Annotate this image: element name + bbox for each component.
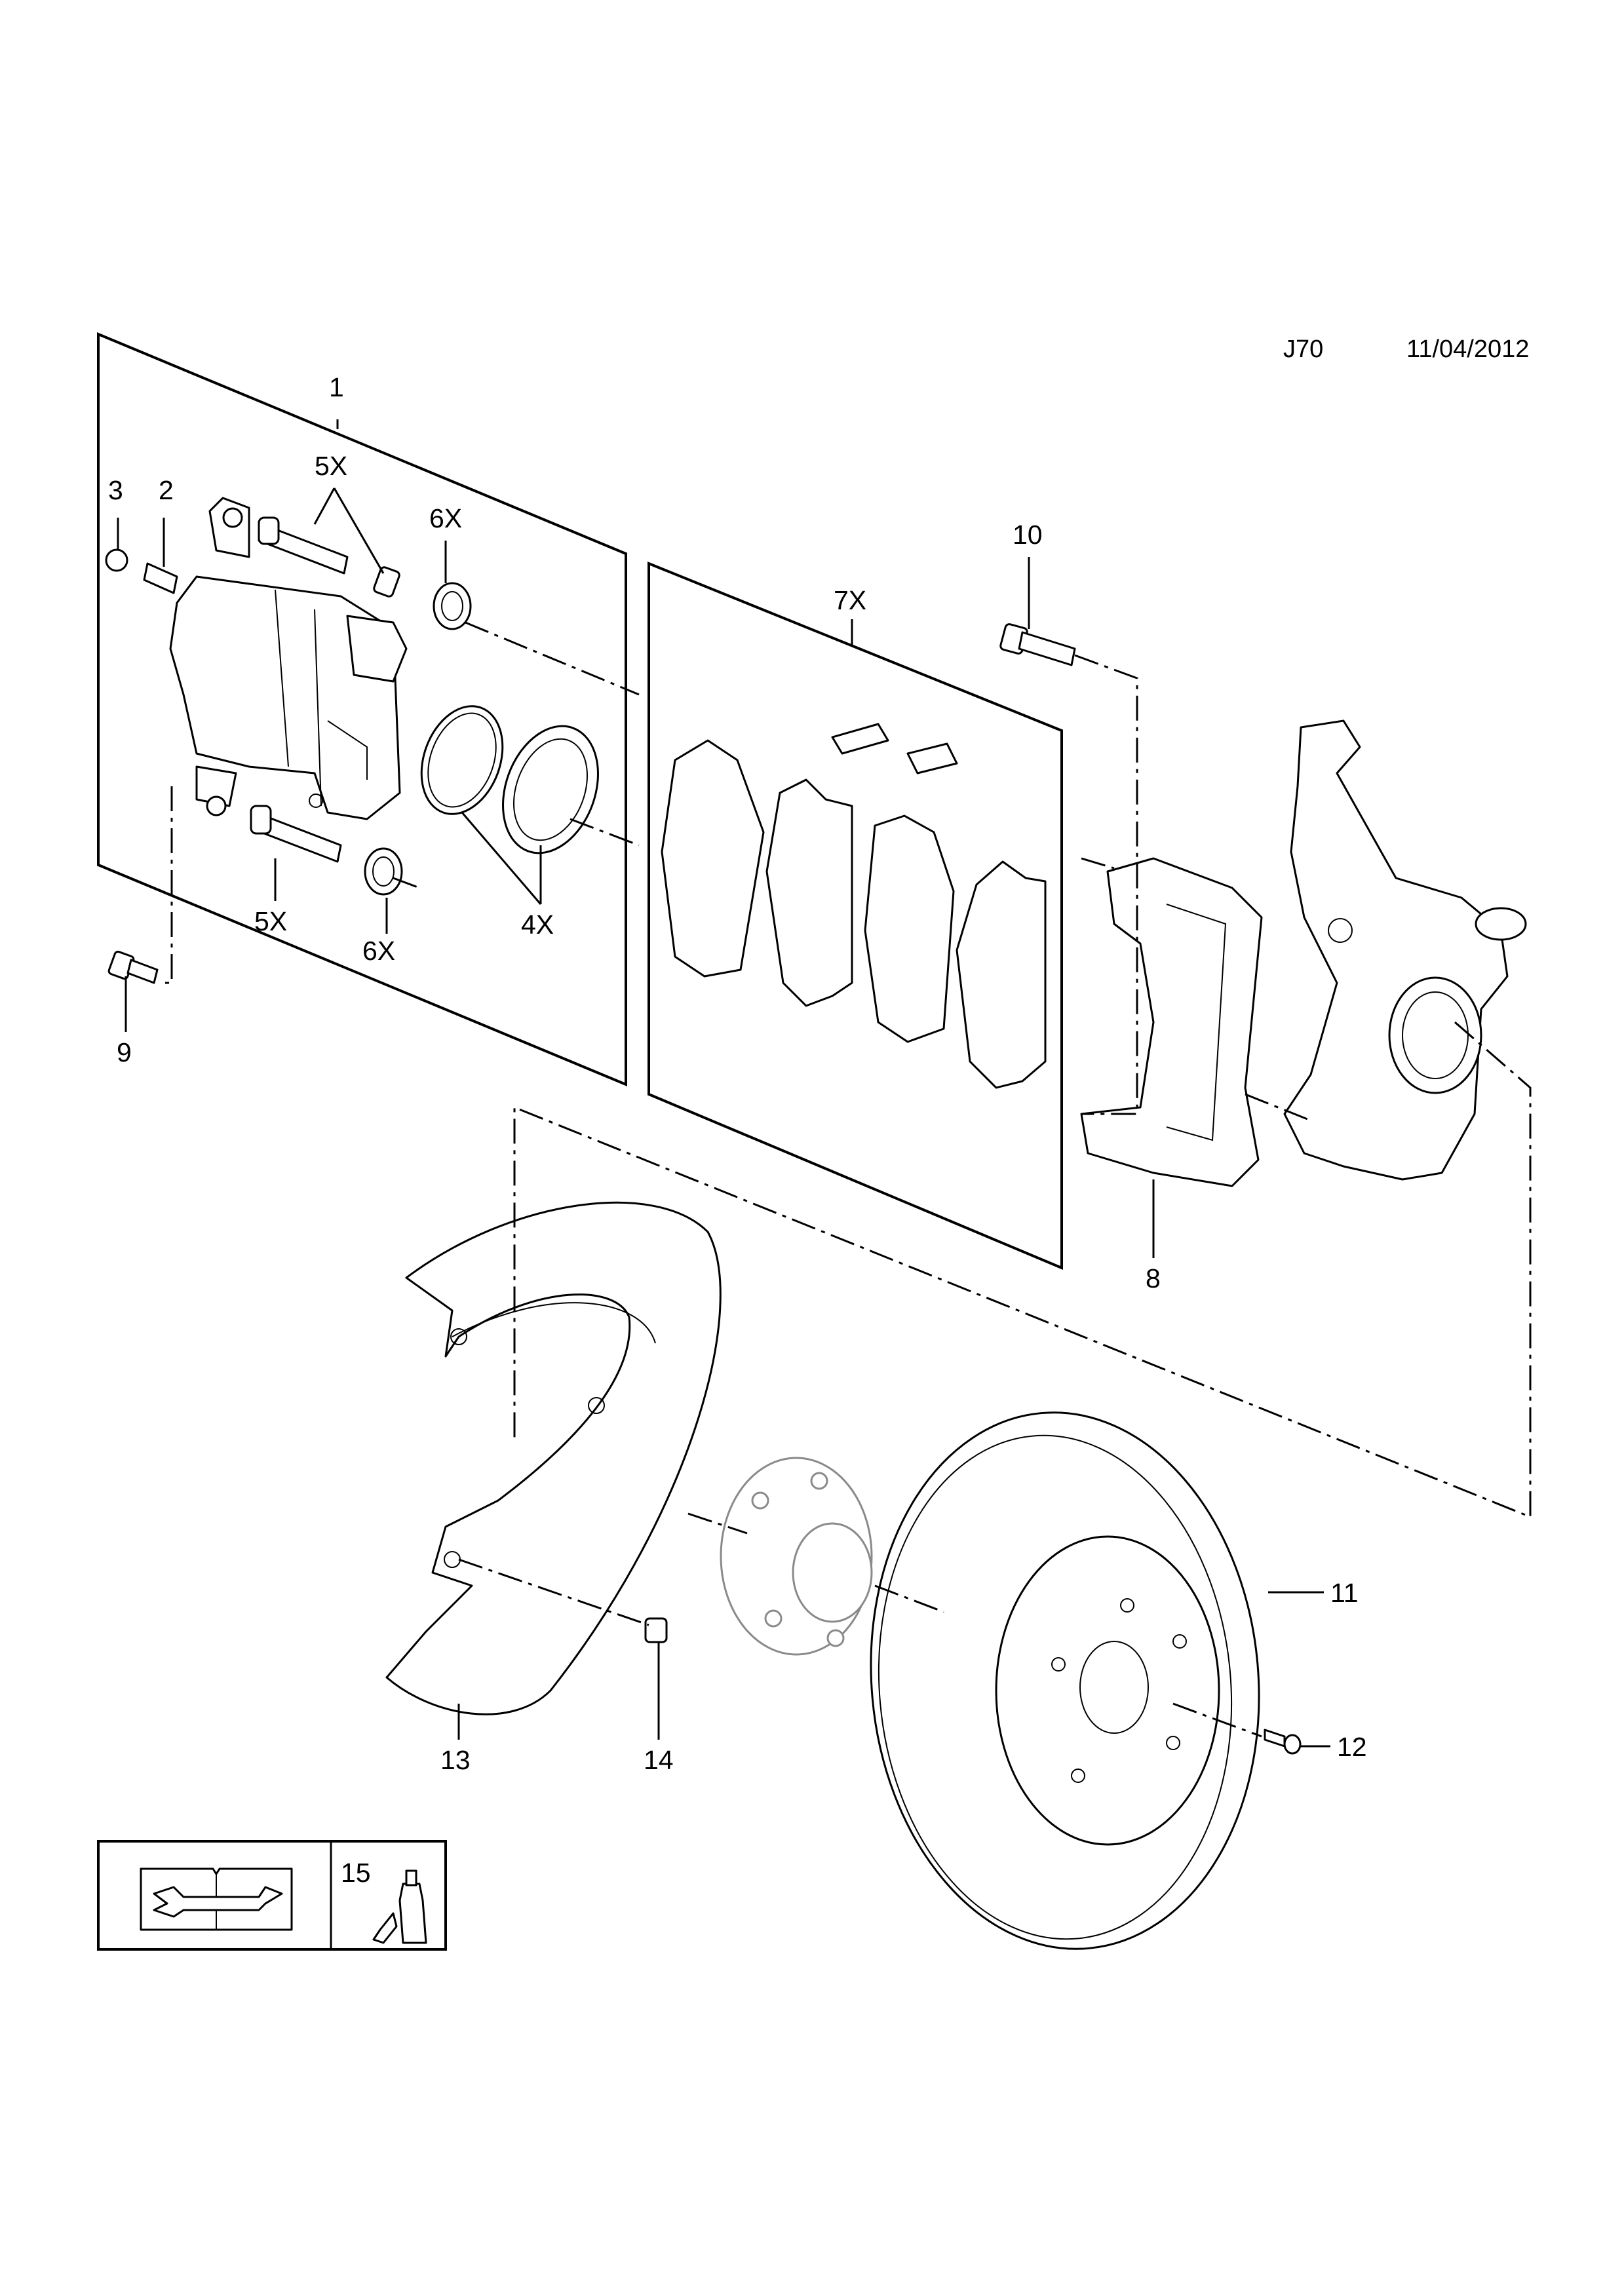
guide-pin-lower xyxy=(250,805,342,863)
caliper-assembly-frame xyxy=(97,332,627,1086)
callout-10: 10 xyxy=(1013,520,1043,550)
callout-3: 3 xyxy=(108,475,123,505)
dust-boot-lower xyxy=(364,847,403,896)
carrier-bolt xyxy=(999,623,1076,666)
brake-pad-4 xyxy=(956,860,1047,1089)
steering-knuckle xyxy=(1283,719,1527,1181)
caliper-carrier xyxy=(1080,857,1263,1187)
bleeder-screw xyxy=(143,562,178,594)
caliper-bolt xyxy=(107,950,159,984)
pad-anti-rattle-clips xyxy=(831,723,958,775)
brake-splash-shield xyxy=(385,1201,722,1715)
diagram-date: 11/04/2012 xyxy=(1406,335,1529,363)
assembly-alignment-lines xyxy=(161,621,1532,1738)
callout-5x-top: 5X xyxy=(315,451,347,481)
callout-14: 14 xyxy=(644,1745,674,1775)
repair-manual-icon xyxy=(140,1867,293,1931)
callout-8: 8 xyxy=(1146,1263,1161,1293)
legend-box xyxy=(97,1840,447,1951)
brake-pad-2 xyxy=(765,778,853,1007)
callout-11: 11 xyxy=(1330,1578,1359,1608)
brake-pad-3 xyxy=(864,814,955,1043)
brake-disc xyxy=(870,1411,1260,1950)
diagram-code: J70 xyxy=(1283,335,1323,363)
callout-leader-lines xyxy=(117,419,1330,1748)
guide-pin-sleeve-upper xyxy=(373,566,400,598)
callout-4x: 4X xyxy=(521,909,554,940)
callout-1: 1 xyxy=(329,372,344,402)
callout-7x: 7X xyxy=(834,585,866,615)
guide-pin-upper xyxy=(258,516,349,575)
dust-boot-upper xyxy=(433,582,472,630)
thread-locker-bottle-icon xyxy=(372,1869,427,1944)
piston-dust-boot-ring xyxy=(502,725,599,854)
brake-pad-kit-frame xyxy=(648,562,1063,1271)
brake-caliper-housing xyxy=(169,497,408,820)
piston-seal-ring xyxy=(420,705,504,815)
bleeder-cap xyxy=(105,548,128,572)
callout-13: 13 xyxy=(440,1745,471,1775)
callout-6x-bottom: 6X xyxy=(362,936,395,966)
callout-5x-bottom: 5X xyxy=(254,906,287,936)
callout-15: 15 xyxy=(341,1858,371,1888)
disc-retaining-screw xyxy=(1264,1729,1302,1755)
callout-12: 12 xyxy=(1337,1732,1367,1762)
callout-2: 2 xyxy=(159,475,174,505)
callout-6x-top: 6X xyxy=(429,503,462,533)
callout-9: 9 xyxy=(117,1037,132,1067)
hub-bolt xyxy=(644,1617,668,1643)
brake-pad-1 xyxy=(661,739,765,978)
wheel-hub xyxy=(720,1457,873,1656)
